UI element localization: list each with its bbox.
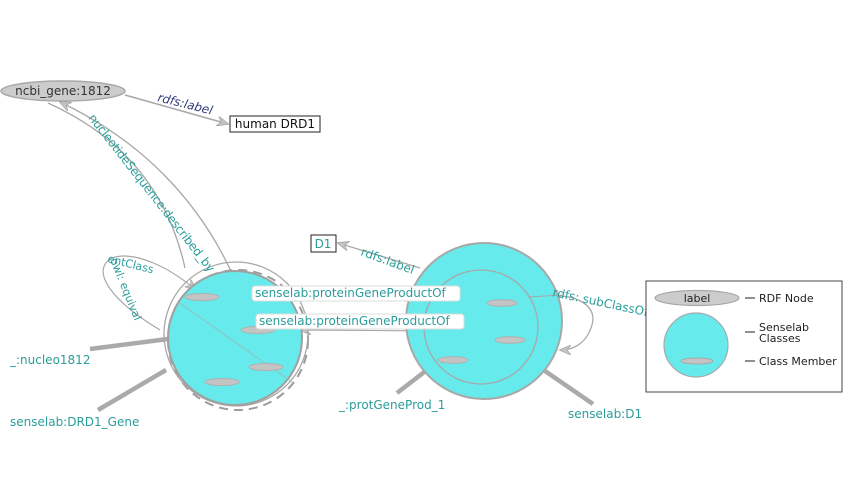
edge-label-rdfs-label-2: rdfs:label bbox=[359, 245, 416, 277]
legend-class-member-icon bbox=[680, 357, 714, 365]
svg-text:senselab:proteinGeneProductOf: senselab:proteinGeneProductOf bbox=[255, 286, 447, 300]
node-prot-gene-prod-1[interactable]: _:protGeneProd_1 bbox=[338, 398, 445, 412]
edge-nucleo-member bbox=[89, 336, 169, 352]
class-member[interactable] bbox=[494, 336, 526, 344]
edge-owl-equivalent-class bbox=[102, 255, 196, 331]
edge-nucleotide-sequence bbox=[47, 102, 236, 281]
edge-senselab-d1-member bbox=[543, 369, 595, 406]
edge-label-protein-gene-product-1: senselab:proteinGeneProductOf bbox=[251, 285, 461, 302]
edge-label-nucleotide-sequence: nucleotideSequence:described_by bbox=[86, 111, 218, 274]
edge-rdfs-label-1 bbox=[124, 94, 228, 124]
class-member[interactable] bbox=[486, 299, 518, 307]
literal-human-drd1-label: human DRD1 bbox=[235, 117, 315, 131]
edge-drd1-gene-member bbox=[96, 368, 168, 412]
legend-senselab-text-2: Classes bbox=[759, 332, 801, 345]
svg-text:senselab:proteinGeneProductOf: senselab:proteinGeneProductOf bbox=[259, 314, 451, 328]
literal-human-drd1[interactable]: human DRD1 bbox=[229, 115, 321, 133]
node-senselab-d1[interactable]: senselab:D1 bbox=[568, 407, 642, 421]
edge-subclass-of bbox=[532, 295, 594, 350]
node-ncbi-gene-label: ncbi_gene:1812 bbox=[15, 84, 111, 98]
edge-rdfs-label-2 bbox=[338, 243, 421, 269]
edge-label-rdfs-label-1: rdfs:label bbox=[156, 90, 214, 117]
class-member[interactable] bbox=[184, 293, 220, 301]
legend-rdf-node-icon bbox=[654, 289, 740, 307]
node-senselab-drd1-gene[interactable]: senselab:DRD1_Gene bbox=[10, 415, 139, 429]
class-drd1-gene[interactable] bbox=[163, 261, 309, 411]
class-senselab-d1[interactable] bbox=[405, 242, 563, 400]
edge-label-subclass-of: rdfs: subClassOf bbox=[551, 285, 650, 319]
edge-label-protein-gene-product-2: senselab:proteinGeneProductOf bbox=[255, 313, 465, 330]
legend-rdf-node-text: RDF Node bbox=[759, 292, 814, 305]
legend-class-member-text: Class Member bbox=[759, 355, 837, 368]
literal-d1[interactable]: D1 bbox=[310, 234, 337, 253]
class-member[interactable] bbox=[204, 378, 240, 386]
legend: label RDF Node Senselab Classes Class Me… bbox=[645, 280, 843, 393]
class-member[interactable] bbox=[437, 356, 469, 364]
legend-node-label: label bbox=[684, 292, 711, 305]
legend-senselab-text-1: Senselab bbox=[759, 321, 809, 334]
class-member[interactable] bbox=[248, 363, 284, 371]
node-nucleo1812[interactable]: _:nucleo1812 bbox=[9, 353, 90, 367]
literal-d1-label: D1 bbox=[315, 237, 332, 251]
node-ncbi-gene[interactable]: ncbi_gene:1812 bbox=[0, 80, 126, 102]
legend-class-icon bbox=[663, 312, 729, 378]
